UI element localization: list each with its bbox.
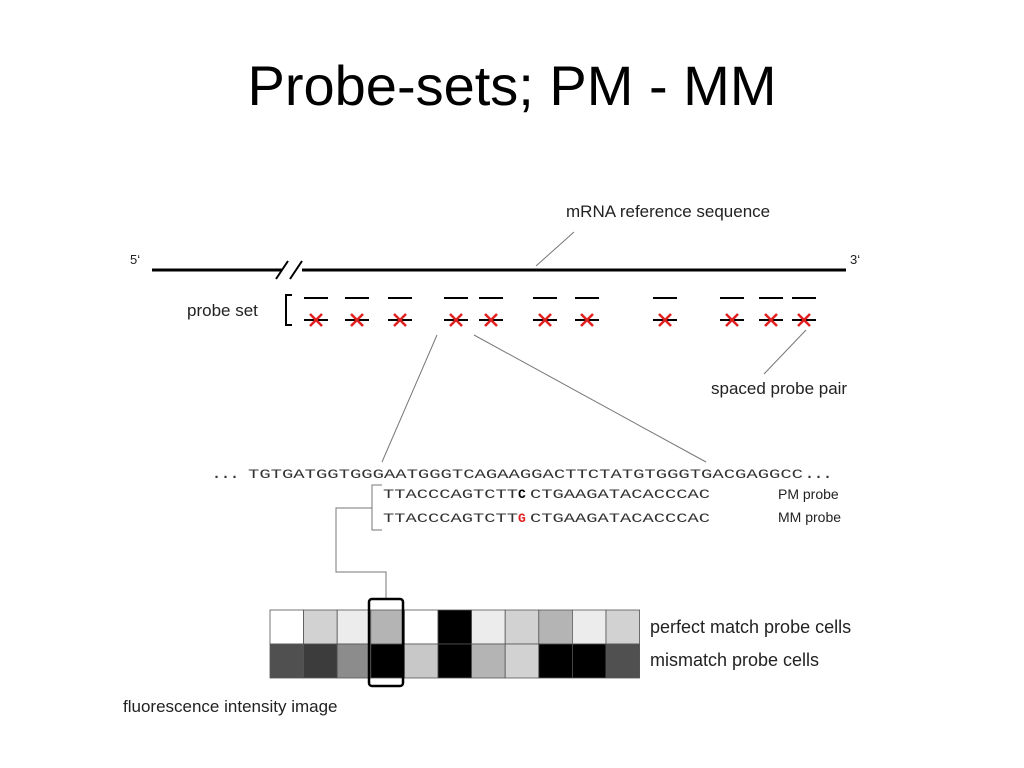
sequence-ellipsis-right: ... xyxy=(805,466,832,483)
mrna-reference-label: mRNA reference sequence xyxy=(566,202,770,221)
mm-probe-cell xyxy=(269,643,304,679)
pm-mm-bracket xyxy=(371,484,382,531)
probe-pair xyxy=(575,297,599,327)
pm-probe-cell xyxy=(403,609,439,645)
pm-probe-cell xyxy=(303,609,338,645)
pm-probe-cell xyxy=(336,609,372,645)
mm-mismatch-base: G xyxy=(518,511,526,526)
fluorescence-intensity-label: fluorescence intensity image xyxy=(123,697,338,716)
pm-probe-cell xyxy=(572,609,607,645)
pm-probe-cell xyxy=(437,609,472,645)
pm-sequence-prefix: TTACCCAGTCTT xyxy=(383,487,518,502)
pm-probe-cell xyxy=(538,609,573,645)
mismatch-x-icon xyxy=(580,313,594,327)
three-prime-label: 3‘ xyxy=(850,252,860,267)
spaced-pair-callout-line xyxy=(763,329,807,375)
sequence-ellipsis-left: ... xyxy=(212,466,239,483)
pm-probe-cell xyxy=(504,609,540,645)
mismatch-x-icon xyxy=(350,313,364,327)
break-mark xyxy=(275,260,289,280)
probe-set-label: probe set xyxy=(187,301,258,320)
mismatch-x-icon xyxy=(309,313,323,327)
probe-pair xyxy=(444,297,468,327)
mismatch-x-icon xyxy=(725,313,739,327)
mm-probe-cell xyxy=(336,643,372,679)
cell-connector-line xyxy=(335,507,387,598)
mrna-line xyxy=(152,260,846,280)
five-prime-label: 5‘ xyxy=(130,252,140,267)
pm-match-base: C xyxy=(518,487,526,502)
mm-probe-cell xyxy=(303,643,338,679)
mm-probe-cell xyxy=(605,643,640,679)
probe-pair xyxy=(479,297,503,327)
probe-pair xyxy=(304,297,328,327)
mm-probe-cell xyxy=(504,643,540,679)
probe-pair xyxy=(792,297,816,327)
slide-title: Probe-sets; PM - MM xyxy=(247,54,777,117)
mm-sequence-prefix: TTACCCAGTCTT xyxy=(383,511,518,526)
probe-pair xyxy=(653,297,677,327)
probe-pair xyxy=(388,297,412,327)
spaced-probe-pair-label: spaced probe pair xyxy=(711,379,847,398)
mm-probe-cell xyxy=(403,643,439,679)
mismatch-x-icon xyxy=(393,313,407,327)
mm-probe-cell xyxy=(437,643,472,679)
mm-probe-cell xyxy=(471,643,506,679)
break-mark xyxy=(289,260,303,280)
probe-set-bracket xyxy=(285,294,292,326)
probe-pair xyxy=(533,297,557,327)
mm-probe-cell xyxy=(572,643,607,679)
highlighted-probe-pair xyxy=(367,597,405,688)
mm-sequence-suffix: CTGAAGATACACCCAC xyxy=(530,511,710,526)
mismatch-x-icon xyxy=(484,313,498,327)
mm-probe-cell xyxy=(538,643,573,679)
pm-probe-sequence: TTACCCAGTCTT C CTGAAGATACACCCAC xyxy=(383,487,710,502)
pm-probe-label: PM probe xyxy=(778,486,839,502)
pm-probe-cell xyxy=(605,609,640,645)
zoom-line-right xyxy=(473,334,707,463)
mm-probe-sequence: TTACCCAGTCTT G CTGAAGATACACCCAC xyxy=(383,511,710,526)
probe-pair xyxy=(759,297,783,327)
probe-pair xyxy=(720,297,744,327)
pm-sequence-suffix: CTGAAGATACACCCAC xyxy=(530,487,710,502)
mm-probe-label: MM probe xyxy=(778,509,841,525)
pm-cells-label: perfect match probe cells xyxy=(650,617,851,637)
probe-pair xyxy=(345,297,369,327)
mismatch-x-icon xyxy=(449,313,463,327)
zoom-line-left xyxy=(381,334,438,463)
mismatch-x-icon xyxy=(797,313,811,327)
mismatch-x-icon xyxy=(538,313,552,327)
probe-pairs xyxy=(304,297,816,327)
mm-cells-label: mismatch probe cells xyxy=(650,650,819,670)
mm-probe-cell xyxy=(370,643,405,679)
pm-probe-cell xyxy=(370,609,405,645)
mismatch-x-icon xyxy=(658,313,672,327)
pm-probe-cell xyxy=(471,609,506,645)
fluorescence-intensity-grid xyxy=(269,609,640,679)
reference-sequence: TGTGATGGTGGGAATGGGTCAGAAGGACTTCTATGTGGGT… xyxy=(248,467,803,482)
pm-probe-cell xyxy=(269,609,304,645)
mismatch-x-icon xyxy=(764,313,778,327)
mrna-callout-line xyxy=(535,231,575,267)
